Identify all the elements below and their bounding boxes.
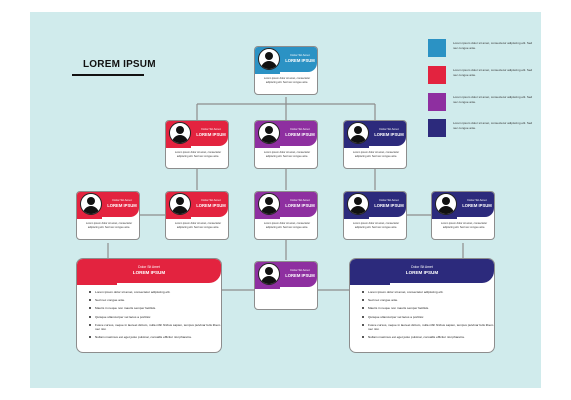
avatar [258, 122, 280, 144]
card-subtitle: Dolor Sit Amet [379, 198, 399, 202]
card-header-tab [255, 213, 280, 219]
card-subtitle: Dolor Sit Amet [290, 268, 310, 272]
legend-text: Lorem ipsum dolor sit amet, consectetur … [453, 41, 533, 50]
avatar [258, 48, 280, 70]
legend-text: Lorem ipsum dolor sit amet, consectetur … [453, 121, 533, 130]
card-name: LOREM IPSUM [285, 203, 315, 208]
avatar [258, 263, 280, 285]
legend-item-3: Lorem ipsum dolor sit amet, consectetur … [428, 93, 538, 111]
card-subtitle: Dolor Sit Amet [379, 127, 399, 131]
card-name: LOREM IPSUM [107, 203, 137, 208]
avatar [258, 193, 280, 215]
card-subtitle: Dolor Sit Amet [201, 198, 221, 202]
card-description: Lorem ipsum dolor sit amet, consectetur … [352, 222, 400, 229]
card-subtitle: Dolor Sit Amet [290, 127, 310, 131]
legend-swatch [428, 93, 446, 111]
card-header-tab [255, 68, 280, 74]
card-description: Lorem ipsum dolor sit amet, consectetur … [263, 222, 311, 229]
card-description: Lorem ipsum dolor sit amet, consectetur … [263, 77, 311, 84]
avatar [169, 193, 191, 215]
bigbox-list: Lorem ipsum dolor sit amet, consectetur … [360, 290, 494, 343]
legend-swatch [428, 39, 446, 57]
legend-text: Lorem ipsum dolor sit amet, consectetur … [453, 95, 533, 104]
card-description: Lorem ipsum dolor sit amet, consectetur … [85, 222, 133, 229]
card-header-tab [77, 213, 102, 219]
card-name: LOREM IPSUM [374, 203, 404, 208]
bigbox-list-item: Sed nec congue ante. [89, 298, 221, 302]
card-header-tab [255, 283, 280, 289]
page-title: LOREM IPSUM [83, 59, 156, 70]
card-description: Lorem ipsum dolor sit amet, consectetur … [263, 151, 311, 158]
avatar [435, 193, 457, 215]
legend-text: Lorem ipsum dolor sit amet, consectetur … [453, 68, 533, 77]
card-subtitle: Dolor Sit Amet [201, 127, 221, 131]
legend-swatch [428, 66, 446, 84]
card-subtitle: Dolor Sit Amet [467, 198, 487, 202]
card-name: LOREM IPSUM [196, 203, 226, 208]
legend-swatch [428, 119, 446, 137]
bigbox-list: Lorem ipsum dolor sit amet, consectetur … [87, 290, 221, 343]
bigbox-list-item: Quisque ullamcorper vel lacus a porttito… [89, 315, 221, 319]
avatar [80, 193, 102, 215]
card-name: LOREM IPSUM [462, 203, 492, 208]
bigbox-list-item: Fusce cursus, neque in laoreet dictum, n… [89, 323, 221, 331]
card-name: LOREM IPSUM [285, 58, 315, 63]
legend-item-2: Lorem ipsum dolor sit amet, consectetur … [428, 66, 538, 84]
card-header-tab [432, 213, 457, 219]
card-header-tab [255, 142, 280, 148]
bigbox-list-item: Lorem ipsum dolor sit amet, consectetur … [362, 290, 494, 294]
bigbox-list-item: Sed nec congue ante. [362, 298, 494, 302]
bigbox-list-item: Nullam maximus est eget justo pulvinar, … [362, 335, 494, 339]
bigbox-subtitle: Dolor Sit Amet [138, 265, 160, 269]
card-name: LOREM IPSUM [285, 273, 315, 278]
bigbox-header-tab [350, 277, 390, 285]
card-name: LOREM IPSUM [285, 132, 315, 137]
bigbox-list-item: Mauris in neque non mauris semper facili… [362, 306, 494, 310]
card-header-tab [344, 142, 369, 148]
card-header-tab [166, 142, 191, 148]
card-header-tab [344, 213, 369, 219]
bigbox-subtitle: Dolor Sit Amet [411, 265, 433, 269]
avatar [347, 122, 369, 144]
bigbox-list-item: Nullam maximus est eget justo pulvinar, … [89, 335, 221, 339]
card-description: Lorem ipsum dolor sit amet, consectetur … [174, 151, 222, 158]
avatar [169, 122, 191, 144]
title-underline [72, 74, 144, 76]
card-subtitle: Dolor Sit Amet [112, 198, 132, 202]
legend-item-1: Lorem ipsum dolor sit amet, consectetur … [428, 39, 538, 57]
card-name: LOREM IPSUM [196, 132, 226, 137]
bigbox-list-item: Fusce cursus, neque in laoreet dictum, n… [362, 323, 494, 331]
card-subtitle: Dolor Sit Amet [290, 198, 310, 202]
card-header-tab [166, 213, 191, 219]
bigbox-title: LOREM IPSUM [132, 270, 166, 275]
bigbox-header-tab [77, 277, 117, 285]
card-name: LOREM IPSUM [374, 132, 404, 137]
card-description: Lorem ipsum dolor sit amet, consectetur … [174, 222, 222, 229]
bigbox-title: LOREM IPSUM [405, 270, 439, 275]
bigbox-list-item: Mauris in neque non mauris semper facili… [89, 306, 221, 310]
card-description: Lorem ipsum dolor sit amet, consectetur … [440, 222, 488, 229]
bigbox-list-item: Lorem ipsum dolor sit amet, consectetur … [89, 290, 221, 294]
legend-item-4: Lorem ipsum dolor sit amet, consectetur … [428, 119, 538, 137]
card-subtitle: Dolor Sit Amet [290, 53, 310, 57]
bigbox-list-item: Quisque ullamcorper vel lacus a porttito… [362, 315, 494, 319]
avatar [347, 193, 369, 215]
card-description: Lorem ipsum dolor sit amet, consectetur … [352, 151, 400, 158]
